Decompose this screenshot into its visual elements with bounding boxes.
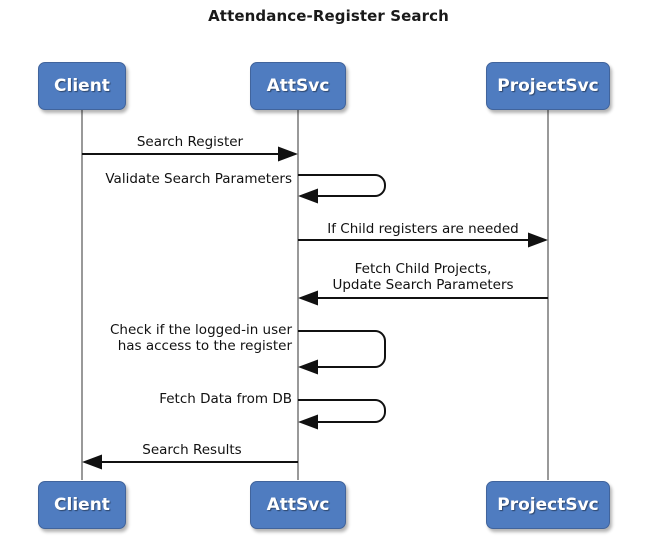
participant-attsvc-bottom[interactable]: AttSvc [250, 481, 346, 529]
participant-label: Client [54, 76, 110, 96]
message-label-search-results: Search Results [142, 442, 242, 458]
lifeline-attsvc [297, 108, 299, 480]
message-arrow-fetch-data-from-db [298, 399, 386, 430]
participant-label: AttSvc [266, 495, 330, 515]
participant-label: ProjectSvc [497, 76, 599, 96]
participant-client-bottom[interactable]: Client [38, 481, 126, 529]
message-arrow-search-results [82, 454, 298, 470]
lifeline-projectsvc [547, 108, 549, 480]
message-arrow-validate-search-parameters [298, 174, 386, 204]
message-label-fetch-child-projects: Fetch Child Projects, Update Search Para… [332, 261, 514, 293]
lifeline-client [81, 108, 83, 480]
participant-label: Client [54, 495, 110, 515]
participant-label: AttSvc [266, 76, 330, 96]
message-label-check-access: Check if the logged-in user has access t… [110, 322, 292, 354]
message-arrow-if-child-registers-are-needed [298, 232, 548, 248]
page-title: Attendance-Register Search [208, 7, 449, 25]
message-arrow-search-register [82, 146, 298, 162]
participant-label: ProjectSvc [497, 495, 599, 515]
participant-projectsvc-top[interactable]: ProjectSvc [486, 62, 610, 110]
participant-attsvc-top[interactable]: AttSvc [250, 62, 346, 110]
message-label-fetch-data-from-db: Fetch Data from DB [159, 391, 292, 407]
message-arrow-check-access [298, 330, 386, 375]
message-label-validate-search-parameters: Validate Search Parameters [105, 171, 292, 187]
message-arrow-fetch-child-projects [298, 290, 548, 306]
message-label-search-register: Search Register [136, 134, 244, 150]
participant-projectsvc-bottom[interactable]: ProjectSvc [486, 481, 610, 529]
participant-client-top[interactable]: Client [38, 62, 126, 110]
message-label-if-child-registers-are-needed: If Child registers are needed [327, 221, 519, 237]
